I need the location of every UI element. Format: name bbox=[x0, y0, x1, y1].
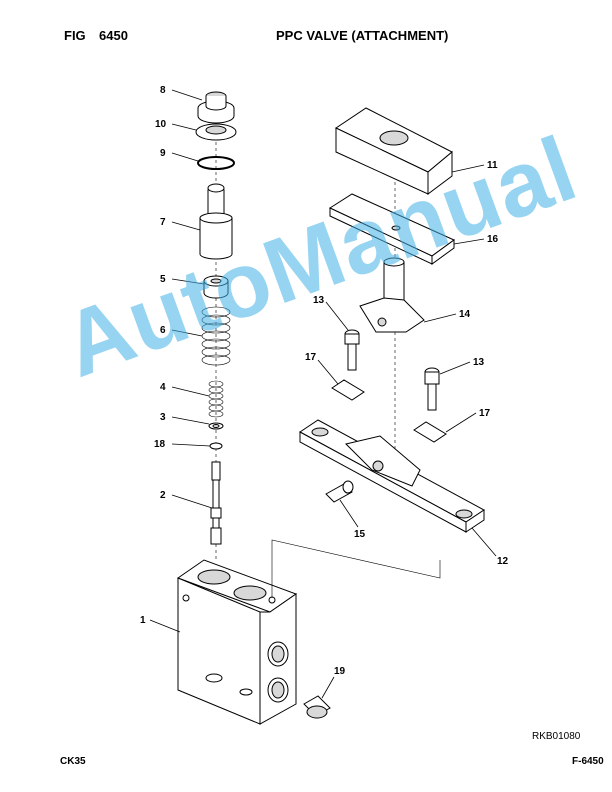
fig-label: FIG bbox=[64, 28, 86, 43]
callout-9: 9 bbox=[160, 148, 166, 159]
callout-15: 15 bbox=[354, 529, 366, 540]
part-7-piston bbox=[199, 183, 233, 260]
part-15-pin bbox=[325, 480, 354, 503]
callout-1: 1 bbox=[140, 615, 146, 626]
callout-6: 6 bbox=[160, 325, 166, 336]
callout-11: 11 bbox=[487, 160, 498, 171]
part-17-pad-right bbox=[413, 421, 447, 443]
part-12-bracket bbox=[299, 419, 485, 533]
callout-10: 10 bbox=[155, 119, 167, 130]
callout-8: 8 bbox=[160, 85, 166, 96]
part-1-valve-body bbox=[176, 559, 298, 725]
assembly-link-line bbox=[271, 539, 441, 598]
drawing-code: RKB01080 bbox=[532, 731, 581, 742]
callout-13-right: 13 bbox=[473, 357, 485, 368]
callout-14: 14 bbox=[459, 309, 471, 320]
part-19-plug bbox=[303, 695, 331, 719]
part-9-o-ring bbox=[197, 156, 235, 170]
part-6-spring bbox=[201, 306, 231, 366]
part-18-washer bbox=[209, 442, 223, 450]
part-8-cap bbox=[197, 91, 235, 124]
callout-17-left: 17 bbox=[305, 352, 317, 363]
part-5-spacer bbox=[203, 275, 229, 299]
part-11-cover bbox=[334, 107, 453, 195]
callout-2: 2 bbox=[160, 490, 166, 501]
callout-5: 5 bbox=[160, 274, 166, 285]
page-title: PPC VALVE (ATTACHMENT) bbox=[276, 28, 449, 43]
callout-4: 4 bbox=[160, 382, 166, 393]
callout-3: 3 bbox=[160, 412, 166, 423]
callout-17-right: 17 bbox=[479, 408, 491, 419]
part-10-ring bbox=[195, 123, 237, 141]
callout-16: 16 bbox=[487, 234, 499, 245]
part-4-small-spring bbox=[208, 380, 224, 418]
callout-13-left: 13 bbox=[313, 295, 325, 306]
part-14-lever bbox=[359, 257, 425, 333]
part-2-spool bbox=[210, 461, 222, 545]
page-code: F-6450 bbox=[572, 756, 604, 767]
part-13-bolt-right bbox=[424, 367, 440, 411]
part-3-seat bbox=[208, 422, 224, 430]
callout-7: 7 bbox=[160, 217, 166, 228]
part-16-plate bbox=[328, 193, 455, 265]
callout-18: 18 bbox=[154, 439, 166, 450]
callout-12: 12 bbox=[497, 556, 509, 567]
model-code: CK35 bbox=[60, 756, 86, 767]
part-17-pad-left bbox=[331, 379, 365, 401]
callout-19: 19 bbox=[334, 666, 346, 677]
part-13-bolt-left bbox=[344, 329, 360, 371]
fig-number: 6450 bbox=[99, 28, 128, 43]
